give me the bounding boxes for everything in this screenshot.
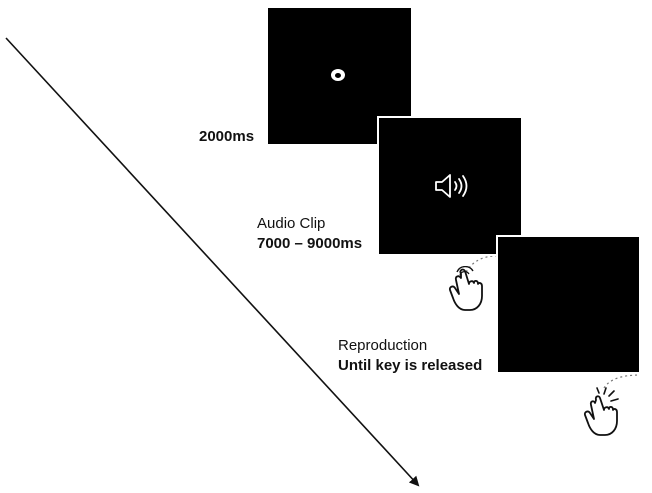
audio-clip-title: Audio Clip [257, 215, 326, 232]
reproduction-screen [496, 235, 641, 374]
release-connector-dotted-line [603, 374, 641, 389]
fixation-duration-label: 2000ms [199, 128, 255, 145]
speaker-sound-icon [435, 174, 468, 198]
time-arrow [5, 37, 420, 487]
reproduction-duration-label: Until key is released [338, 357, 483, 374]
hand-release-key-icon [583, 387, 619, 436]
audio-clip-duration-label: 7000 – 9000ms [257, 235, 363, 252]
audio-clip-screen [377, 116, 523, 256]
fixation-dot-icon [331, 69, 345, 81]
hand-press-key-icon [448, 266, 483, 311]
reproduction-title: Reproduction [338, 337, 428, 354]
